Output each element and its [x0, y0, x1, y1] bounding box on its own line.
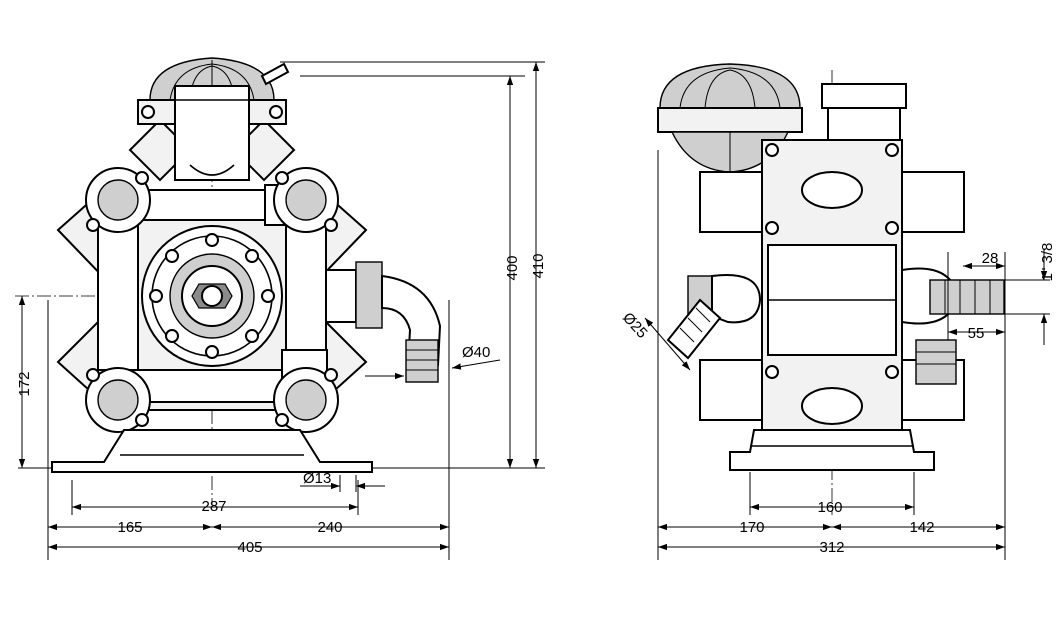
dim-shaft-height: 172 [16, 371, 33, 396]
valve-caps [85, 167, 339, 433]
dim-side-left-offset: 170 [739, 519, 764, 536]
dim-thread-size: 1" 3/8 [1039, 243, 1056, 282]
dim-inlet-diameter: Ø25 [619, 309, 651, 341]
dim-thread-length-short: 28 [982, 250, 999, 267]
side-dimension-lines [644, 250, 1048, 551]
side-mount-foot [729, 429, 935, 471]
outlet-elbow [325, 261, 442, 383]
dim-outlet-diameter: Ø40 [462, 344, 490, 361]
dim-thread-length-long: 55 [968, 325, 985, 342]
shaft-flange [141, 225, 283, 367]
dim-mount-hole-diameter: Ø13 [303, 470, 331, 487]
dim-side-hole-spacing: 160 [817, 499, 842, 516]
side-top-cap [821, 83, 907, 109]
side-inlet-elbow [666, 274, 762, 360]
dim-side-right-offset: 142 [909, 519, 934, 536]
dim-right-offset: 240 [317, 519, 342, 536]
front-dimension-labels: 410 400 172 Ø40 Ø13 287 165 240 405 [16, 253, 547, 556]
dim-hole-spacing: 287 [201, 498, 226, 515]
front-dimension-lines [18, 62, 540, 551]
dim-height-to-dome: 400 [504, 255, 521, 280]
mount-foot [51, 429, 373, 473]
side-air-chamber [657, 63, 803, 173]
side-view: Ø25 1" 3/8 28 55 160 170 142 312 [619, 63, 1056, 560]
dim-overall-width: 405 [237, 539, 262, 556]
front-extension-lines [18, 61, 545, 560]
dim-overall-height: 410 [530, 253, 547, 278]
front-view: 410 400 172 Ø40 Ø13 287 165 240 405 [15, 57, 547, 560]
side-outlet-thread [901, 267, 1005, 385]
dim-left-offset: 165 [117, 519, 142, 536]
dim-overall-depth: 312 [819, 539, 844, 556]
side-dimension-labels: Ø25 1" 3/8 28 55 160 170 142 312 [619, 243, 1056, 556]
air-chamber-dome [137, 57, 290, 181]
